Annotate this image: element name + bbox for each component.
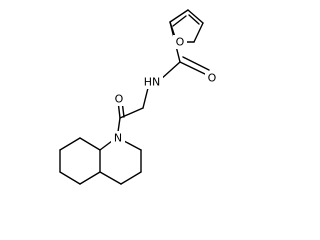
- bond-n-c2: [123, 140, 142, 151]
- amide-nitrogen-label: HN: [144, 76, 161, 89]
- bond-n-ch2: [142, 87, 149, 109]
- bond-ketone-ring-n: [117, 117, 121, 133]
- atom-labels: O O HN O N: [111, 35, 219, 145]
- bond-c8a-n: [99, 140, 113, 151]
- furan-oxygen-bg: [173, 35, 187, 49]
- bond-furan-c2-c3-inner: [172, 15, 187, 27]
- bond-furan-c3-c4-inner: [188, 14, 200, 25]
- furan-oxygen-label: O: [176, 36, 185, 49]
- ketone-oxygen-label: O: [115, 93, 124, 106]
- molecule-structure: O O HN O N: [59, 9, 219, 185]
- bond-c8a-c8: [79, 137, 101, 151]
- ring-nitrogen-label: N: [114, 132, 122, 145]
- bond-carbonyl-n: [159, 61, 181, 81]
- amide-nitrogen-bg: [141, 75, 163, 89]
- amide-oxygen-label: O: [208, 72, 217, 85]
- bond-c4-c4a: [99, 171, 122, 185]
- bond-furan-c2-c3: [169, 9, 189, 23]
- bond-furan-c4-c5: [193, 22, 204, 43]
- bond-c5-c4a: [79, 171, 101, 185]
- bond-c8-c7: [59, 137, 81, 151]
- bond-c3-c4: [120, 171, 142, 185]
- bond-carbonyl-o: [179, 61, 208, 76]
- decahydroquinoline: [59, 137, 142, 185]
- amide-oxygen-bg: [205, 71, 219, 85]
- ring-nitrogen-bg: [111, 131, 125, 145]
- bond-c6-c5: [59, 171, 81, 185]
- bond-furan-c3-c4: [187, 9, 204, 24]
- bond-carbonyl-o-double: [182, 56, 210, 71]
- ketone-oxygen-bg: [112, 92, 126, 106]
